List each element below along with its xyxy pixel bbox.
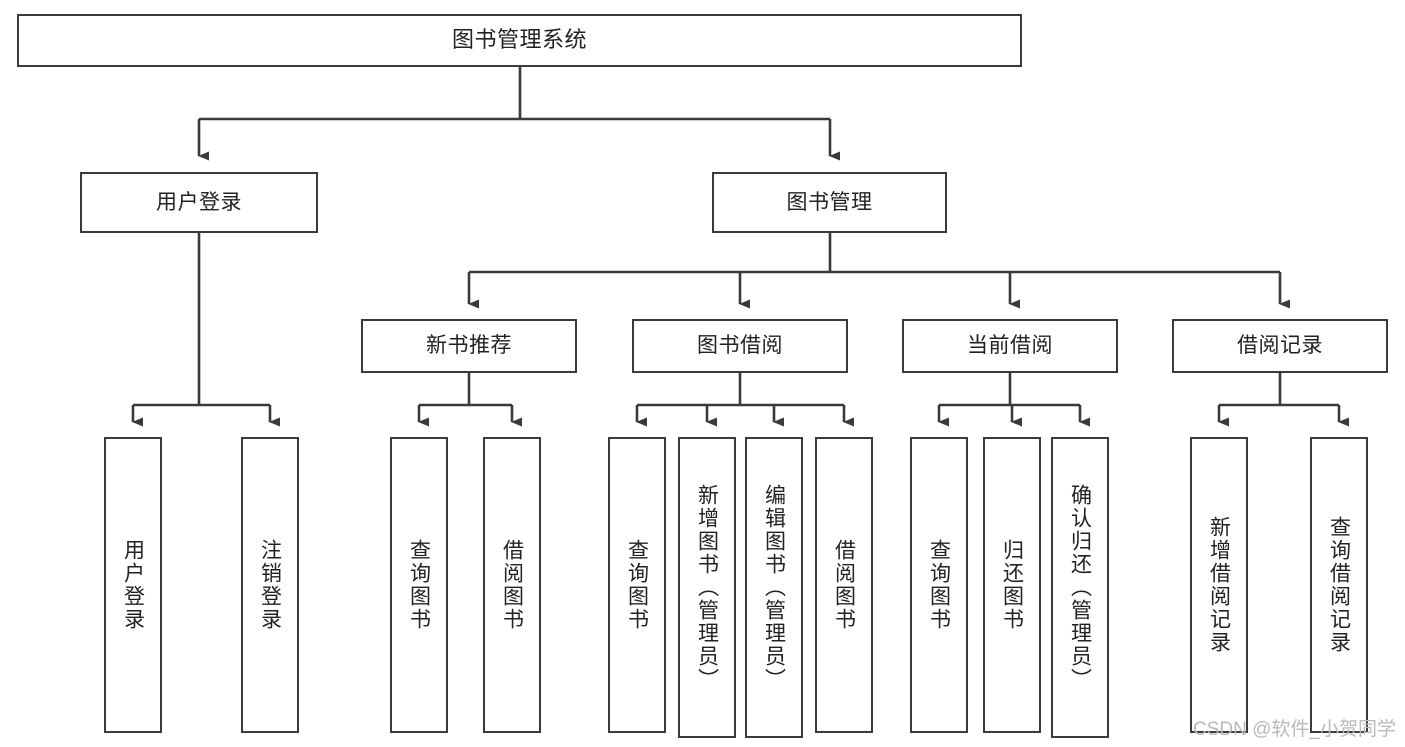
node-leaf-query-book-cb[interactable]: 查询图书 xyxy=(910,437,968,733)
node-book-borrow[interactable]: 图书借阅 xyxy=(632,319,848,373)
node-leaf-edit-book-label: 编辑图书（管理员） xyxy=(762,484,786,691)
csdn-watermark: CSDN @软件_小贺同学 xyxy=(1193,719,1396,740)
node-leaf-confirm-return[interactable]: 确认归还（管理员） xyxy=(1051,437,1109,738)
node-leaf-logout[interactable]: 注销登录 xyxy=(241,437,299,733)
node-new-book-rec-label: 新书推荐 xyxy=(426,334,512,358)
node-book-manage-label: 图书管理 xyxy=(786,190,873,214)
node-leaf-add-record-label: 新增借阅记录 xyxy=(1207,516,1231,654)
node-leaf-logout-label: 注销登录 xyxy=(258,539,282,631)
node-leaf-query-record-label: 查询借阅记录 xyxy=(1327,516,1351,654)
node-leaf-confirm-return-label: 确认归还（管理员） xyxy=(1068,484,1092,691)
node-leaf-user-login[interactable]: 用户登录 xyxy=(104,437,162,733)
node-leaf-add-book[interactable]: 新增图书（管理员） xyxy=(678,437,736,738)
node-leaf-return-book[interactable]: 归还图书 xyxy=(983,437,1041,733)
node-leaf-user-login-label: 用户登录 xyxy=(121,539,145,631)
node-leaf-query-book-rec[interactable]: 查询图书 xyxy=(390,437,448,733)
node-borrow-record[interactable]: 借阅记录 xyxy=(1172,319,1388,373)
node-leaf-return-book-label: 归还图书 xyxy=(1000,539,1024,631)
node-leaf-add-book-label: 新增图书（管理员） xyxy=(695,484,719,691)
node-leaf-query-record[interactable]: 查询借阅记录 xyxy=(1310,437,1368,733)
node-leaf-edit-book[interactable]: 编辑图书（管理员） xyxy=(745,437,803,738)
node-leaf-borrow-book-rec-label: 借阅图书 xyxy=(500,539,524,631)
node-current-borrow[interactable]: 当前借阅 xyxy=(902,319,1118,373)
node-user-login-label: 用户登录 xyxy=(156,190,242,214)
node-borrow-record-label: 借阅记录 xyxy=(1237,334,1323,358)
node-root-system[interactable]: 图书管理系统 xyxy=(17,14,1022,67)
node-book-borrow-label: 图书借阅 xyxy=(697,334,783,358)
node-user-login[interactable]: 用户登录 xyxy=(80,172,318,233)
node-leaf-query-book-bb-label: 查询图书 xyxy=(625,539,649,631)
node-leaf-borrow-book-bb[interactable]: 借阅图书 xyxy=(815,437,873,733)
node-book-manage[interactable]: 图书管理 xyxy=(712,172,947,233)
node-leaf-borrow-book-rec[interactable]: 借阅图书 xyxy=(483,437,541,733)
node-leaf-query-book-rec-label: 查询图书 xyxy=(407,539,431,631)
node-leaf-borrow-book-bb-label: 借阅图书 xyxy=(832,539,856,631)
node-leaf-add-record[interactable]: 新增借阅记录 xyxy=(1190,437,1248,733)
node-current-borrow-label: 当前借阅 xyxy=(967,334,1053,358)
node-leaf-query-book-bb[interactable]: 查询图书 xyxy=(608,437,666,733)
node-leaf-query-book-cb-label: 查询图书 xyxy=(927,539,951,631)
node-new-book-rec[interactable]: 新书推荐 xyxy=(361,319,577,373)
node-root-label: 图书管理系统 xyxy=(451,27,587,53)
